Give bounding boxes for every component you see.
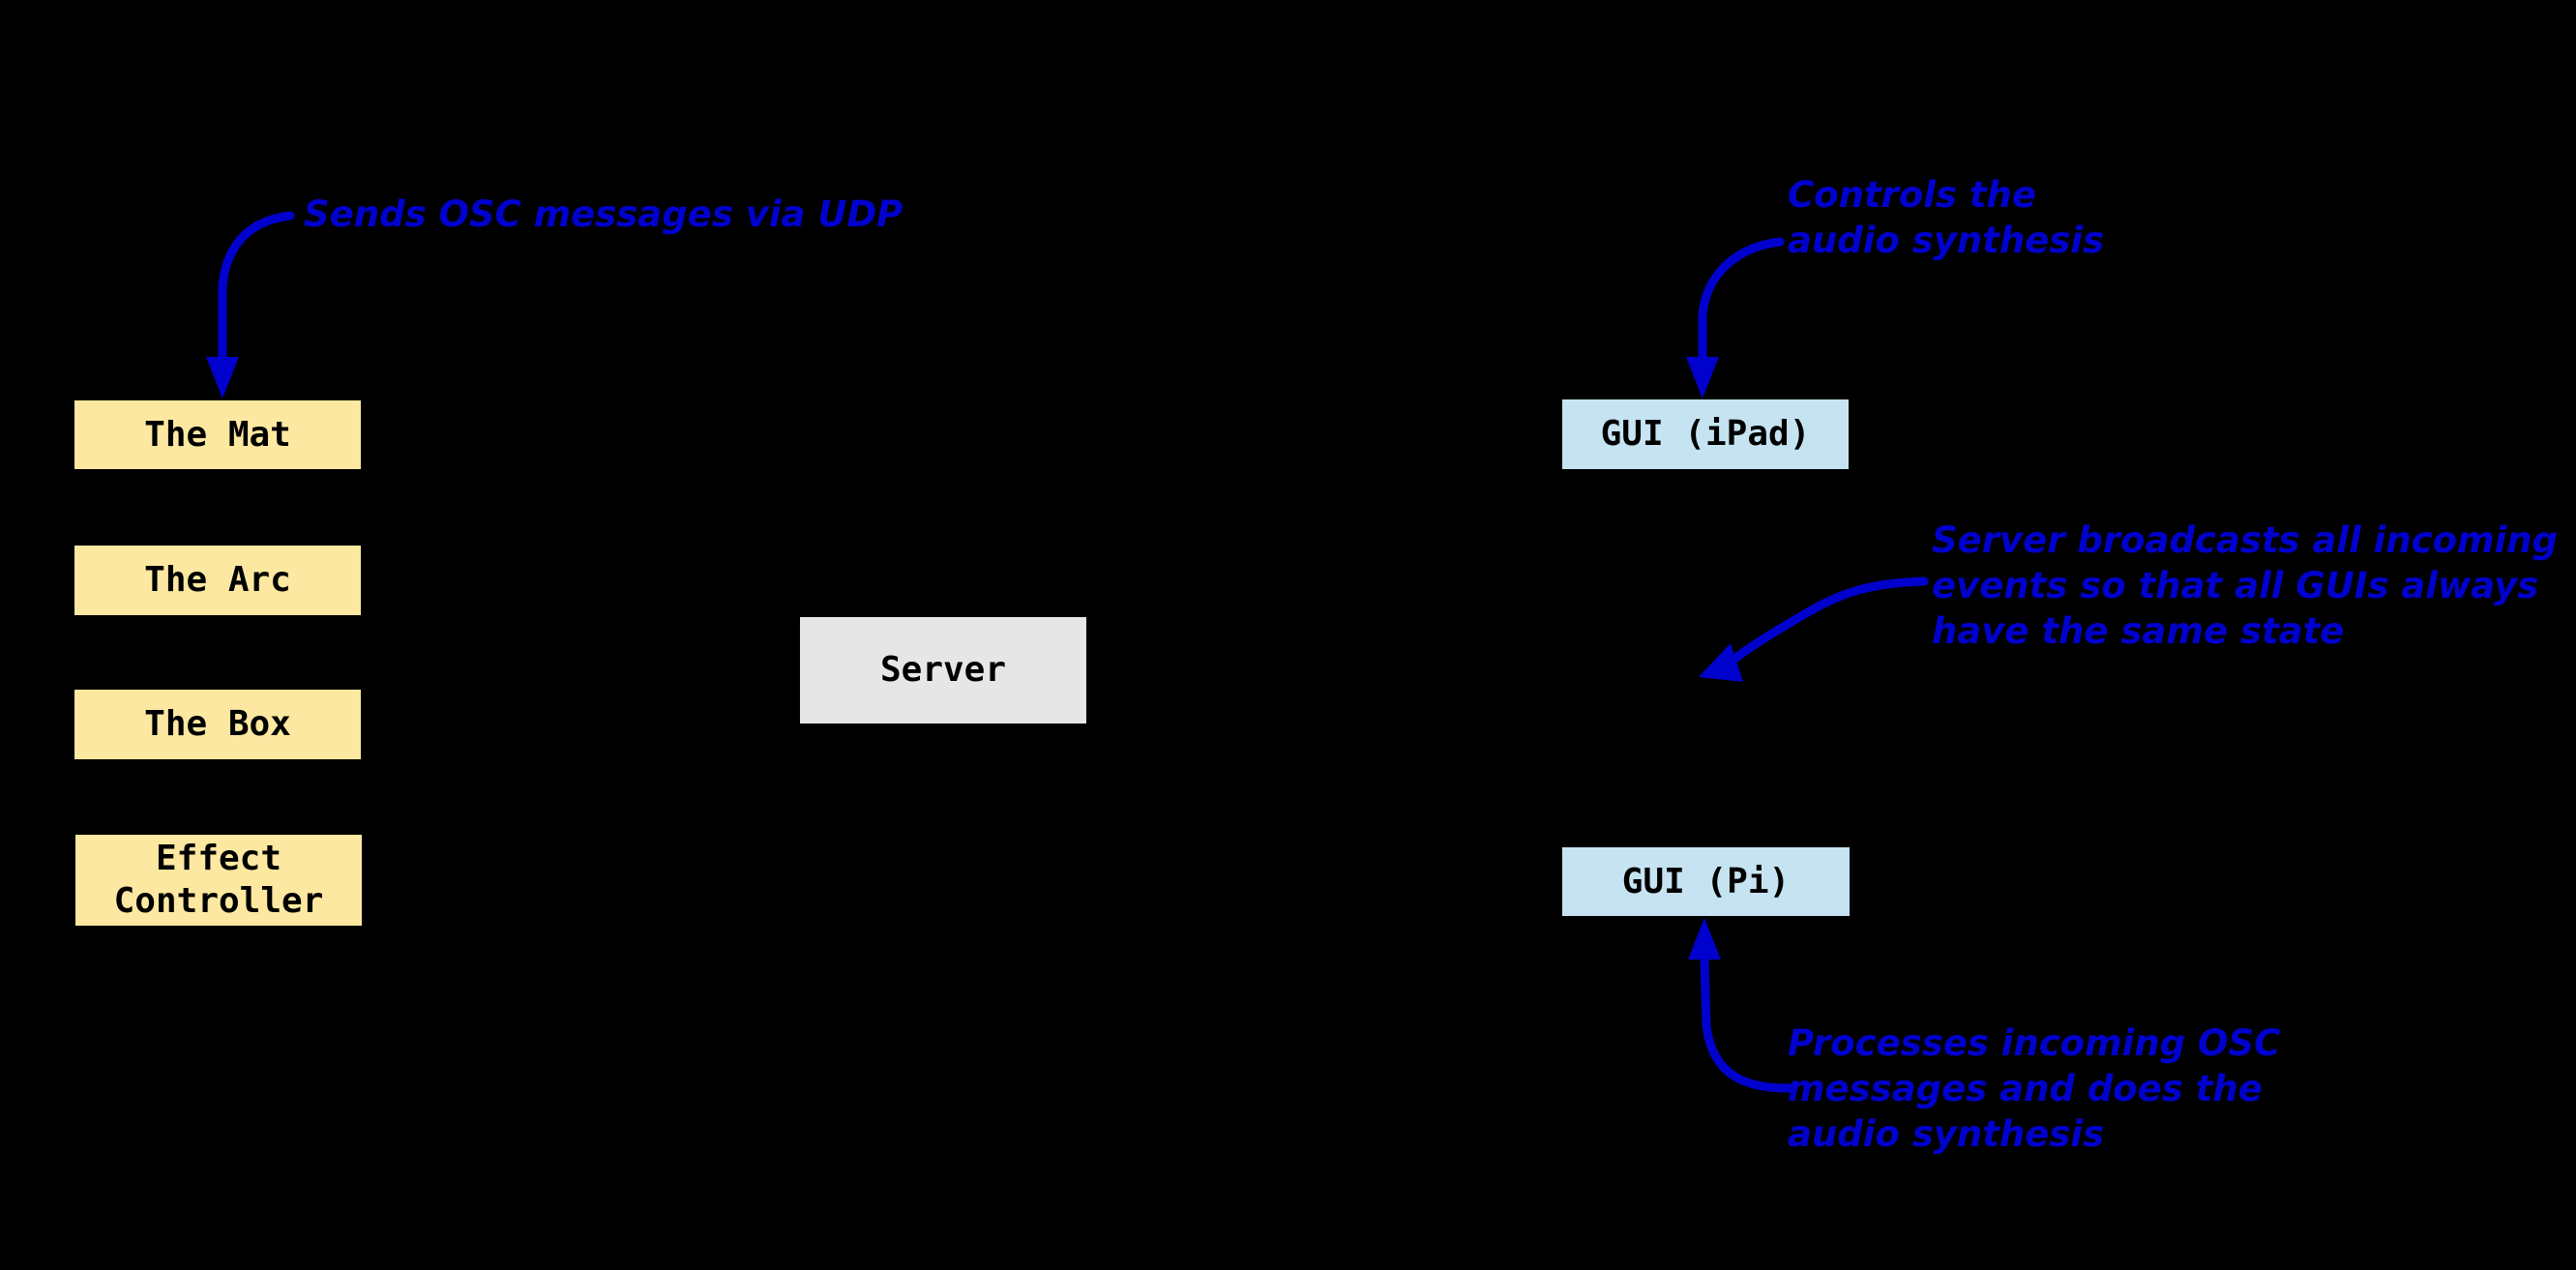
- annotation-controls-audio: Controls the audio synthesis: [1788, 172, 2104, 263]
- node-gui-pi: GUI (Pi): [1562, 847, 1850, 916]
- annotation-line: Processes incoming OSC: [1788, 1022, 2281, 1064]
- node-effect-controller: Effect Controller: [75, 835, 362, 926]
- arrow-sends-osc: [206, 211, 295, 399]
- node-gui-pi-label: GUI (Pi): [1621, 861, 1791, 901]
- annotation-line: audio synthesis: [1788, 220, 2105, 261]
- node-gui-ipad: GUI (iPad): [1562, 399, 1849, 469]
- node-the-mat-label: The Mat: [144, 414, 291, 455]
- node-server: Server: [800, 617, 1086, 724]
- annotation-processes-osc: Processes incoming OSC messages and does…: [1788, 1020, 2280, 1157]
- annotation-line: events so that all GUIs always: [1932, 565, 2539, 606]
- node-the-box: The Box: [74, 690, 361, 759]
- annotation-sends-osc: Sends OSC messages via UDP: [304, 192, 903, 237]
- node-server-label: Server: [879, 650, 1007, 690]
- arrow-processes-osc: [1688, 918, 1796, 1093]
- annotation-broadcast: Server broadcasts all incoming events so…: [1932, 517, 2558, 654]
- node-the-arc: The Arc: [74, 546, 361, 615]
- arrow-broadcast: [1699, 576, 1929, 682]
- arrow-controls-audio: [1686, 237, 1785, 399]
- node-the-box-label: The Box: [144, 704, 291, 744]
- node-the-arc-label: The Arc: [144, 560, 291, 600]
- annotation-line: Server broadcasts all incoming: [1932, 519, 2559, 561]
- annotation-line: have the same state: [1932, 610, 2345, 652]
- node-gui-ipad-label: GUI (iPad): [1600, 414, 1811, 454]
- annotation-line: messages and does the: [1788, 1068, 2263, 1109]
- annotation-line: Sends OSC messages via UDP: [304, 193, 903, 235]
- node-the-mat: The Mat: [74, 400, 361, 469]
- node-effect-controller-label: Effect Controller: [113, 839, 324, 921]
- annotation-line: Controls the: [1788, 174, 2036, 216]
- annotation-line: audio synthesis: [1788, 1113, 2105, 1155]
